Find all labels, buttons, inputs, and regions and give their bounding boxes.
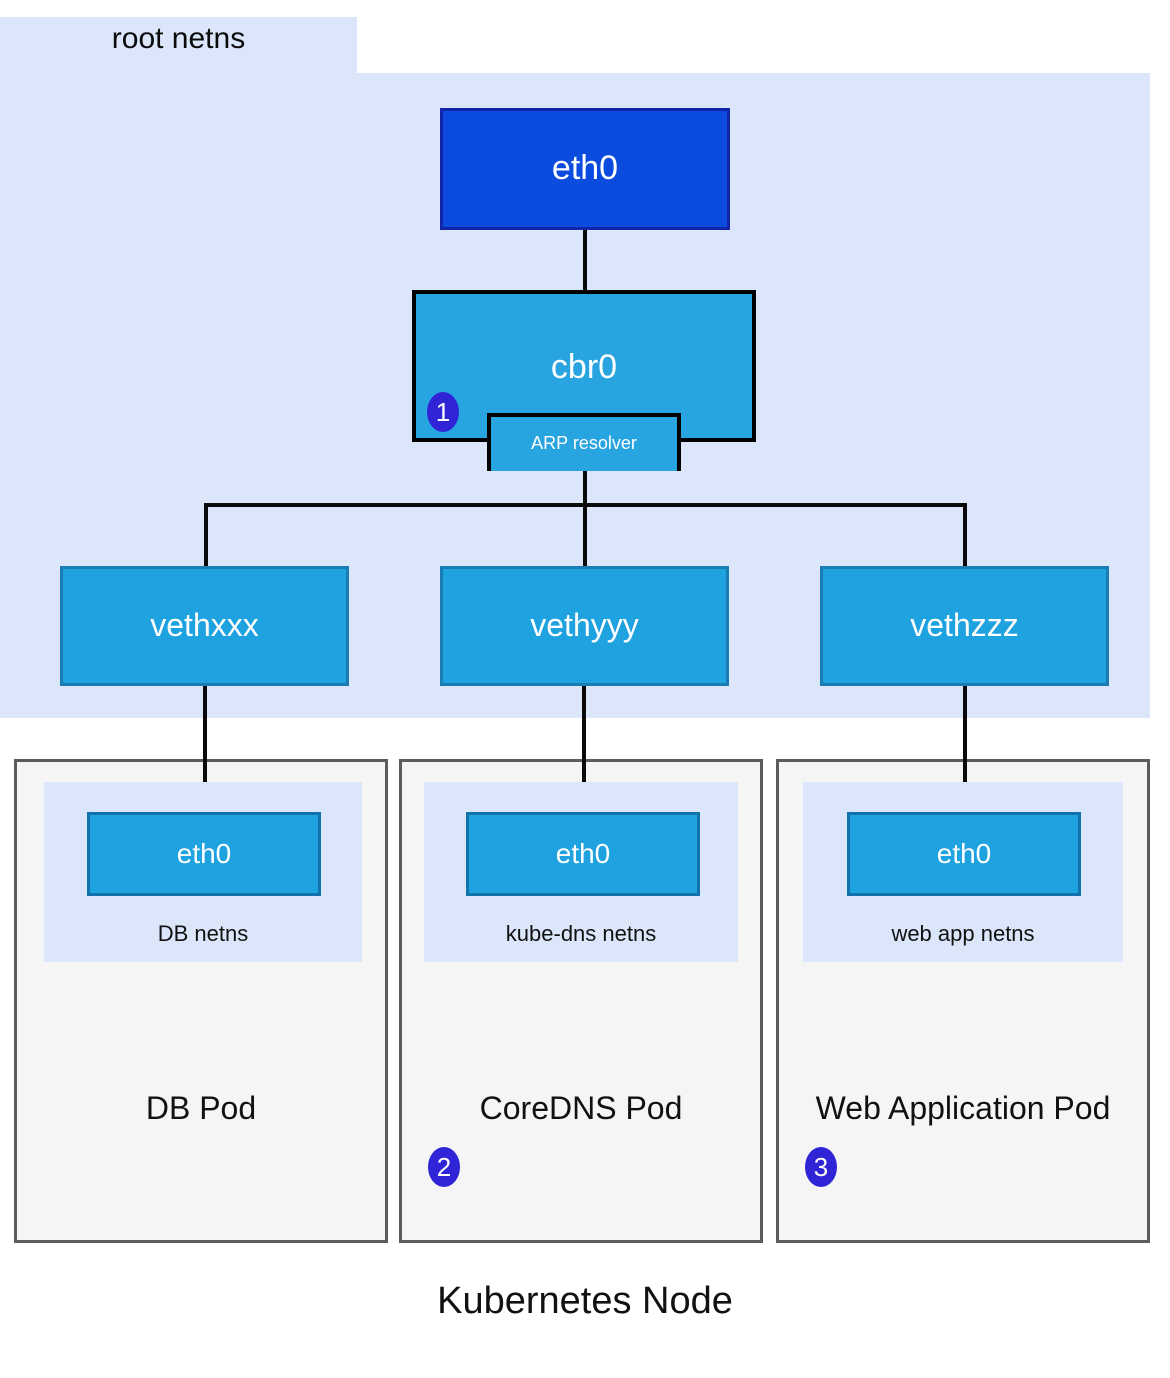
node-vethzzz[interactable]: vethzzz bbox=[820, 566, 1109, 686]
node-host-eth0[interactable]: eth0 bbox=[440, 108, 730, 230]
link-vethyyy-to-dns-eth0 bbox=[582, 684, 586, 816]
node-cbr0-label: cbr0 bbox=[550, 348, 618, 386]
node-vethyyy-label: vethyyy bbox=[530, 607, 639, 644]
link-bus-to-vethzzz bbox=[963, 503, 967, 569]
pod-title-coredns: CoreDNS Pod bbox=[479, 1090, 683, 1126]
link-vethzzz-to-web-eth0 bbox=[963, 684, 967, 816]
node-vethzzz-label: vethzzz bbox=[910, 607, 1019, 644]
link-bus-to-vethxxx bbox=[204, 503, 208, 569]
node-web-pod-eth0-label: eth0 bbox=[936, 837, 992, 869]
netns-label-db: DB netns bbox=[157, 921, 249, 946]
badge-step-3-label: 3 bbox=[813, 1151, 829, 1182]
root-netns-label: root netns bbox=[111, 22, 246, 55]
pod-title-web-application: Web Application Pod bbox=[815, 1090, 1111, 1126]
node-web-pod-eth0[interactable]: eth0 bbox=[847, 812, 1081, 896]
badge-step-1: 1 bbox=[427, 392, 459, 432]
node-coredns-pod-eth0-label: eth0 bbox=[555, 837, 611, 869]
node-db-pod-eth0-label: eth0 bbox=[176, 837, 232, 869]
badge-step-1-label: 1 bbox=[435, 396, 451, 427]
diagram-caption: Kubernetes Node bbox=[437, 1280, 733, 1322]
link-eth0-to-cbr0 bbox=[583, 228, 587, 294]
netns-label-web-app: web app netns bbox=[891, 921, 1035, 946]
badge-step-2: 2 bbox=[428, 1147, 460, 1187]
node-vethyyy[interactable]: vethyyy bbox=[440, 566, 729, 686]
root-netns-region-tab bbox=[0, 17, 357, 75]
node-vethxxx-label: vethxxx bbox=[150, 607, 259, 644]
link-vethxxx-to-db-eth0 bbox=[203, 684, 207, 816]
link-bus-to-vethyyy bbox=[583, 503, 587, 569]
node-vethxxx[interactable]: vethxxx bbox=[60, 566, 349, 686]
badge-step-3: 3 bbox=[805, 1147, 837, 1187]
node-host-eth0-label: eth0 bbox=[551, 149, 619, 188]
node-arp-resolver[interactable]: ARP resolver bbox=[487, 413, 681, 471]
netns-label-kube-dns: kube-dns netns bbox=[505, 921, 657, 946]
node-arp-resolver-label: ARP resolver bbox=[531, 433, 637, 454]
pod-title-db: DB Pod bbox=[145, 1090, 257, 1126]
node-db-pod-eth0[interactable]: eth0 bbox=[87, 812, 321, 896]
link-arp-to-bus bbox=[583, 468, 587, 507]
badge-step-2-label: 2 bbox=[436, 1151, 452, 1182]
node-coredns-pod-eth0[interactable]: eth0 bbox=[466, 812, 700, 896]
